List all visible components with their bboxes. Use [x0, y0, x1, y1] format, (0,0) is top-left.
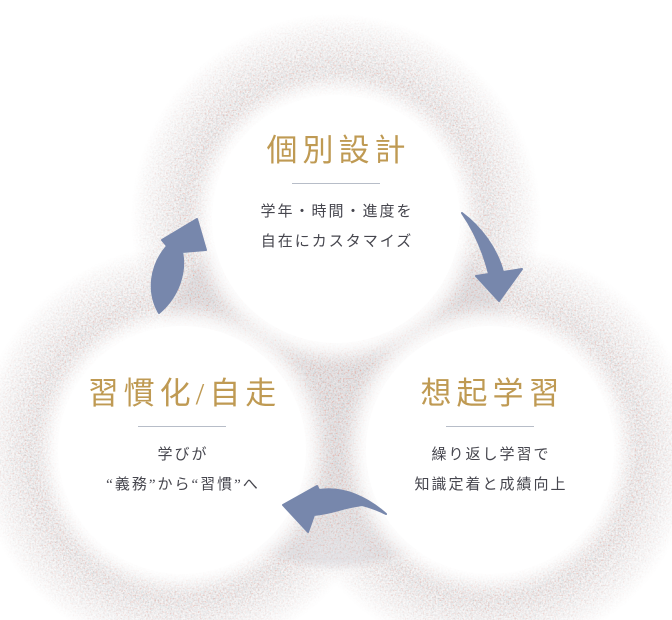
node-divider: [291, 183, 380, 185]
node-title: 習慣化/自走: [87, 375, 282, 411]
node-content: 習慣化/自走 学びが “義務”から“習慣”へ: [83, 376, 282, 501]
node-description-line: 繰り返し学習で: [431, 447, 551, 464]
node-description-line: 知識定着と成績向上: [414, 477, 568, 494]
node-divider: [445, 426, 534, 428]
node-description-line: 学びが: [157, 447, 209, 464]
node-content: 想起学習 繰り返し学習で 知識定着と成績向上: [412, 376, 567, 501]
cycle-node-individual-design: 個別設計 学年・時間・進度を 自在にカスタマイズ: [212, 95, 460, 343]
cycle-node-habit-self-driven: 習慣化/自走 学びが “義務”から“習慣”へ: [58, 326, 306, 574]
node-divider: [138, 426, 226, 428]
node-description-line: “義務”から“習慣”へ: [106, 477, 260, 494]
cycle-node-recall-learning: 想起学習 繰り返し学習で 知識定着と成績向上: [366, 326, 614, 574]
node-description-line: 自在にカスタマイズ: [260, 234, 414, 251]
node-content: 個別設計 学年・時間・進度を 自在にカスタマイズ: [258, 133, 413, 258]
node-description-line: 学年・時間・進度を: [260, 204, 414, 221]
node-title: 個別設計: [266, 132, 411, 168]
node-title: 想起学習: [420, 375, 565, 411]
